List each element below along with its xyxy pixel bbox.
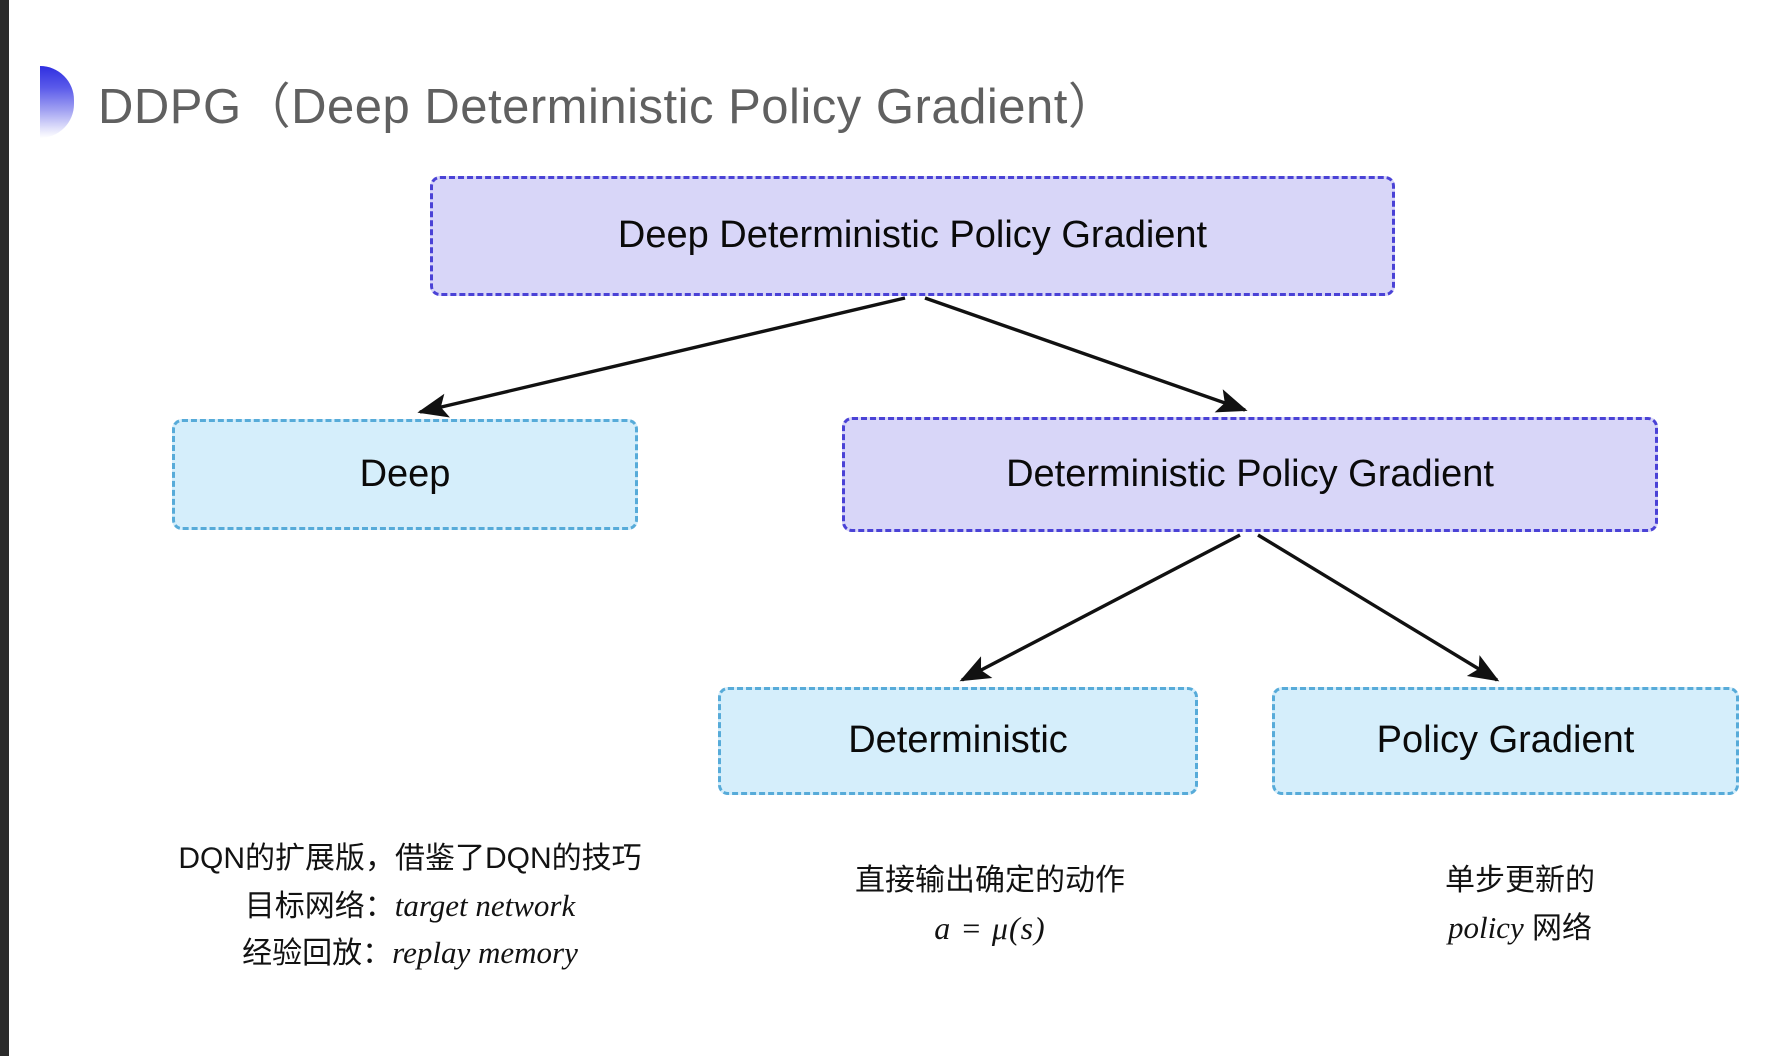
caption-policy-gradient-term: policy (1447, 909, 1524, 945)
caption-deep-line3-label: 经验回放： (242, 937, 393, 971)
page-title: DDPG（Deep Deterministic Policy Gradient） (40, 62, 1117, 142)
caption-deep-line2-term: target network (394, 887, 576, 923)
node-deep-deterministic-policy-gradient[interactable]: Deep Deterministic Policy Gradient (430, 176, 1395, 296)
node-label: Policy Gradient (1376, 719, 1635, 762)
half-circle-gradient-icon (40, 66, 74, 138)
node-label: Deep Deterministic Policy Gradient (617, 214, 1208, 257)
caption-policy-gradient-line1: 单步更新的 (1445, 864, 1595, 897)
caption-policy-gradient-line2: policy 网络 (1365, 904, 1675, 952)
caption-deep-line2: 目标网络：target network (150, 882, 670, 930)
caption-deterministic-line1: 直接输出确定的动作 (855, 864, 1125, 897)
caption-deep-line3: 经验回放：replay memory (150, 929, 670, 977)
node-policy-gradient[interactable]: Policy Gradient (1272, 687, 1739, 795)
caption-deep-line2-label: 目标网络： (244, 889, 395, 923)
node-deep[interactable]: Deep (172, 419, 638, 530)
edge-dpg-to-deterministic (959, 533, 1241, 682)
caption-policy-gradient-suffix: 网络 (1523, 911, 1593, 945)
edge-root-to-dpg (924, 296, 1248, 413)
node-label: Deep (359, 452, 451, 495)
edge-root-to-deep (417, 296, 906, 418)
right-edge-strip (1774, 0, 1778, 1056)
node-label: Deterministic Policy Gradient (1006, 452, 1494, 495)
node-label: Deterministic (848, 719, 1068, 762)
caption-deterministic: 直接输出确定的动作 a = μ(s) (820, 858, 1160, 952)
caption-deep: DQN的扩展版，借鉴了DQN的技巧 目标网络：target network 经验… (150, 836, 670, 977)
caption-deterministic-formula: a = μ(s) (934, 909, 1046, 946)
node-deterministic-policy-gradient[interactable]: Deterministic Policy Gradient (842, 417, 1658, 532)
caption-deep-line3-term: replay memory (392, 935, 578, 971)
page-title-text: DDPG（Deep Deterministic Policy Gradient） (98, 79, 1118, 134)
caption-policy-gradient: 单步更新的 policy 网络 (1365, 858, 1675, 951)
caption-deep-line1: DQN的扩展版，借鉴了DQN的技巧 (178, 842, 642, 875)
left-edge-strip (0, 0, 9, 1056)
edge-dpg-to-policygradient (1257, 533, 1500, 682)
node-deterministic[interactable]: Deterministic (718, 687, 1198, 795)
